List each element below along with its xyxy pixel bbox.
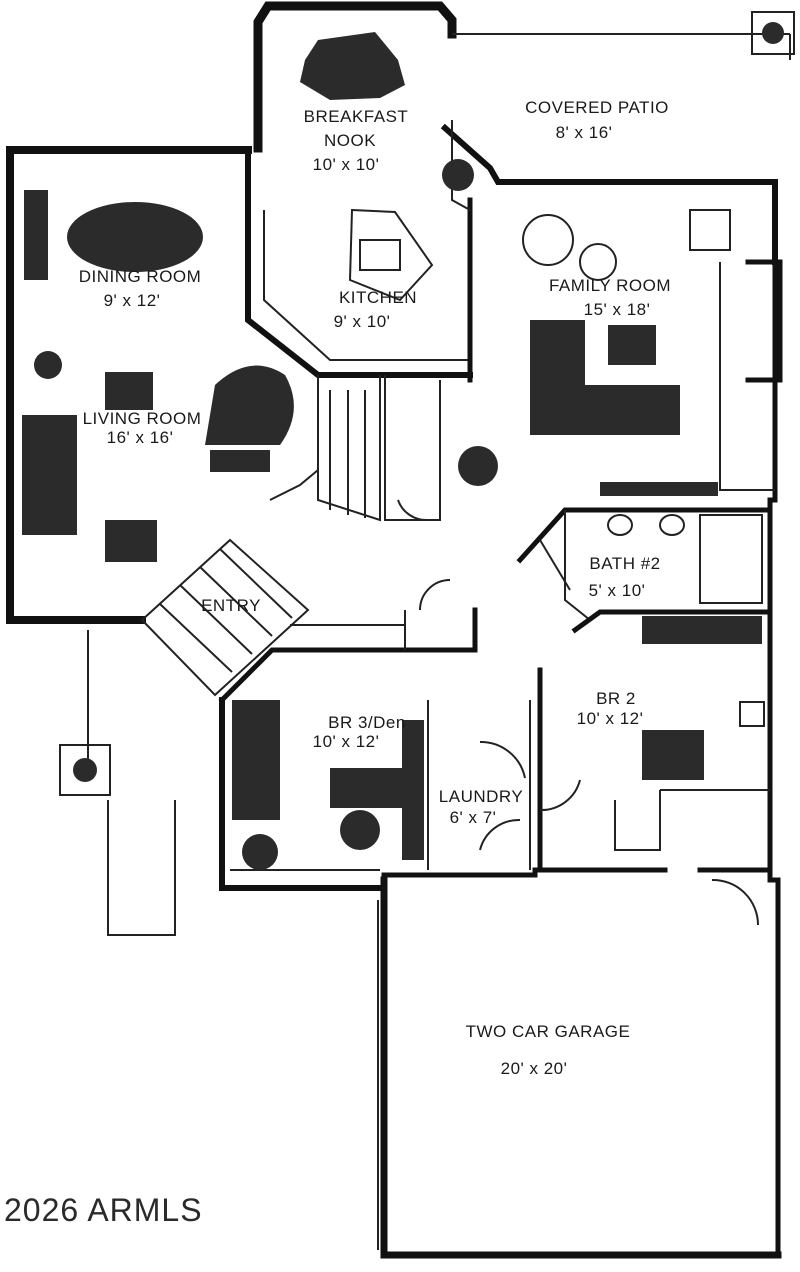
bedroom-2-label: BR 2 bbox=[596, 689, 636, 708]
covered-patio-size: 8' x 16' bbox=[556, 123, 613, 142]
doors bbox=[397, 499, 759, 926]
breakfast-nook-label-line2: NOOK bbox=[324, 131, 376, 150]
kitchen-size: 9' x 10' bbox=[334, 312, 391, 331]
breakfast-nook-size: 10' x 10' bbox=[313, 155, 380, 174]
exterior-walls bbox=[6, 1, 791, 1259]
breakfast-nook-label: BREAKFAST bbox=[304, 107, 409, 126]
kitchen-label: KITCHEN bbox=[339, 288, 417, 307]
living-room-size: 16' x 16' bbox=[107, 428, 174, 447]
laundry-label: LAUNDRY bbox=[439, 787, 523, 806]
dining-room-size: 9' x 12' bbox=[104, 291, 161, 310]
furniture bbox=[22, 32, 765, 870]
dining-room-label: DINING ROOM bbox=[79, 267, 202, 286]
garage-size: 20' x 20' bbox=[501, 1059, 568, 1078]
bedroom-2-size: 10' x 12' bbox=[577, 709, 644, 728]
room-labels: BREAKFAST NOOK 10' x 10' COVERED PATIO 8… bbox=[79, 98, 671, 1078]
bath-2-size: 5' x 10' bbox=[589, 581, 646, 600]
living-room-label: LIVING ROOM bbox=[83, 409, 202, 428]
copyright-watermark: 2026 ARMLS bbox=[4, 1192, 203, 1228]
entry-label: ENTRY bbox=[201, 596, 261, 615]
bedroom-3-label: BR 3/Den bbox=[328, 713, 406, 732]
interior-walls bbox=[59, 11, 795, 936]
bath-2-label: BATH #2 bbox=[589, 554, 660, 573]
family-room-label: FAMILY ROOM bbox=[549, 276, 671, 295]
covered-patio-label: COVERED PATIO bbox=[525, 98, 669, 117]
family-room-size: 15' x 18' bbox=[584, 300, 651, 319]
garage-label: TWO CAR GARAGE bbox=[466, 1022, 631, 1041]
laundry-size: 6' x 7' bbox=[450, 808, 497, 827]
bedroom-3-size: 10' x 12' bbox=[313, 732, 380, 751]
